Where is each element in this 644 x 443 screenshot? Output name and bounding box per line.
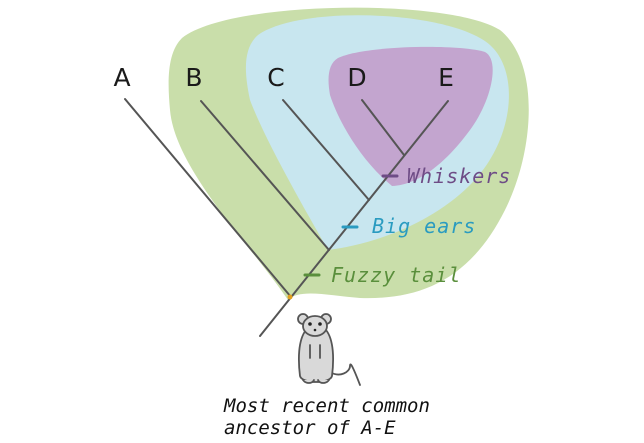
branch-b — [200, 100, 330, 251]
branch-c — [282, 99, 370, 201]
trait-label-big-ears: Big ears — [372, 214, 476, 238]
ancestor-node — [287, 294, 293, 300]
animal-head — [302, 315, 328, 337]
animal-tail — [329, 363, 361, 386]
branch-d — [361, 99, 405, 156]
animal-eye-right — [318, 322, 322, 326]
ancestor-animal-icon — [297, 313, 361, 386]
animal-eye-left — [308, 322, 312, 326]
animal-body — [298, 329, 334, 383]
taxon-label-a: A — [113, 63, 130, 92]
caption-line-2: ancestor of A-E — [224, 417, 396, 439]
taxon-label-b: B — [185, 63, 202, 92]
taxon-label-c: C — [267, 63, 284, 92]
taxon-label-d: D — [347, 63, 366, 92]
trait-label-fuzzy-tail: Fuzzy tail — [331, 263, 461, 287]
animal-arms — [309, 344, 321, 359]
branch-a — [124, 98, 292, 298]
trait-label-whiskers: Whiskers — [407, 164, 511, 188]
animal-feet — [302, 379, 330, 384]
whiskers-region — [328, 46, 493, 186]
taxon-label-e: E — [438, 63, 454, 92]
animal-nose — [313, 328, 317, 332]
caption-line-1: Most recent common — [223, 395, 430, 417]
